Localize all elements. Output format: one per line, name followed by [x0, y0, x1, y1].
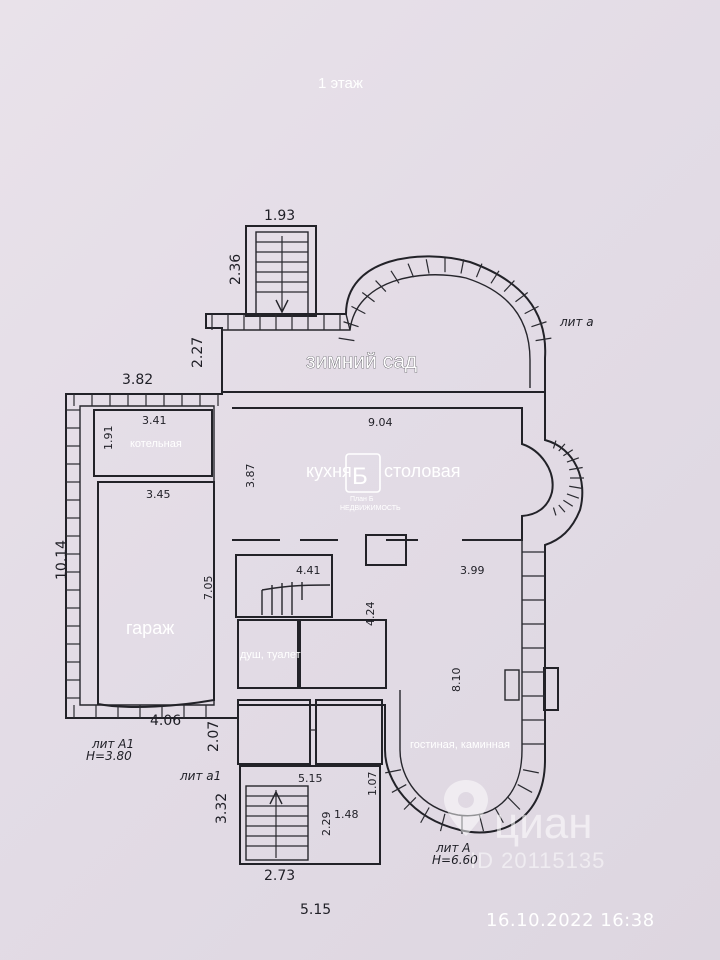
dim-stair-bottom-width-b: 2.29: [320, 812, 333, 837]
logo-mark-icon: Б: [352, 463, 368, 490]
dim-living-depth: 8.10: [450, 668, 463, 693]
winter-garden-walls: [205, 255, 547, 393]
dim-bottom-width-1: 5.15: [298, 772, 323, 785]
lit-annotations: лит а лит А1 Н=3.80 лит а1 лит А Н=6.60: [86, 315, 594, 867]
dim-stair-top-length: 2.36: [228, 254, 244, 285]
lit-a-big: лит А: [435, 841, 470, 855]
dim-left-width-top: 3.82: [122, 372, 153, 388]
dim-stair-bottom-width: 2.73: [264, 868, 295, 884]
dim-boiler-depth: 1.91: [102, 426, 115, 451]
dim-kitchen-width: 9.04: [368, 416, 393, 429]
lit-a1-big: лит А1: [91, 737, 134, 751]
room-label-shower: душ, туалет: [240, 649, 301, 661]
logo-line2: НЕДВИЖИМОСТЬ: [340, 505, 401, 512]
room-label-winter-garden: зимний сад: [306, 350, 417, 373]
bottom-staircase: [239, 765, 381, 865]
center-rooms: [235, 554, 387, 765]
watermark-brand: циан: [494, 799, 593, 848]
lit-a-small: лит а: [559, 315, 594, 329]
logo-line1: План Б: [350, 496, 374, 503]
dim-stair-bottom-depth: 3.32: [214, 793, 230, 824]
dim-total-depth-left: 10.14: [54, 540, 70, 580]
dim-living-width: 3.99: [460, 564, 485, 577]
lit-a-height: Н=6.60: [432, 853, 478, 867]
room-label-garage: гараж: [126, 618, 174, 638]
room-label-dining: столовая: [384, 461, 461, 481]
agency-logo: Б План Б НЕДВИЖИМОСТЬ: [340, 453, 401, 512]
location-pin-icon: [444, 780, 488, 836]
dim-stair-bottom-width-a: 1.48: [334, 808, 359, 821]
dim-garage-bottom: 4.06: [150, 713, 181, 729]
dim-kitchen-depth: 3.87: [244, 464, 257, 489]
dim-hall-width: 4.41: [296, 564, 321, 577]
dim-stair-top-width: 1.93: [264, 208, 295, 224]
room-label-living: гостиная, каминная: [410, 739, 510, 751]
dimension-labels: 1.93 2.36 2.27 3.82 3.41 1.91 3.45 10.14…: [54, 208, 485, 918]
wall-hatching: [66, 257, 584, 834]
room-label-kitchen: кухня: [306, 461, 352, 481]
dim-garage-depth: 7.05: [202, 576, 215, 601]
dim-boiler-width: 3.41: [142, 414, 167, 427]
watermark-id: ID 20115135: [470, 848, 605, 873]
dim-hall-depth: 4.24: [364, 602, 377, 627]
top-staircase: [245, 225, 317, 317]
floor-title: 1 этаж: [318, 75, 363, 92]
dim-stair-bottom-left: 2.07: [206, 721, 222, 752]
dim-garage-top: 3.45: [146, 488, 171, 501]
cian-watermark: циан ID 20115135: [444, 780, 605, 873]
photo-timestamp: 16.10.2022 16:38: [486, 910, 655, 931]
lit-a1-height: Н=3.80: [86, 749, 132, 763]
room-labels: зимний сад кухня столовая котельная гара…: [126, 350, 510, 751]
dim-garden-depth: 2.27: [190, 337, 206, 368]
lit-a1-small: лит а1: [179, 769, 221, 783]
room-label-boiler: котельная: [130, 438, 182, 450]
dim-bottom-width-2: 5.15: [300, 902, 331, 918]
dim-bottom-depth-1: 1.07: [366, 772, 379, 797]
